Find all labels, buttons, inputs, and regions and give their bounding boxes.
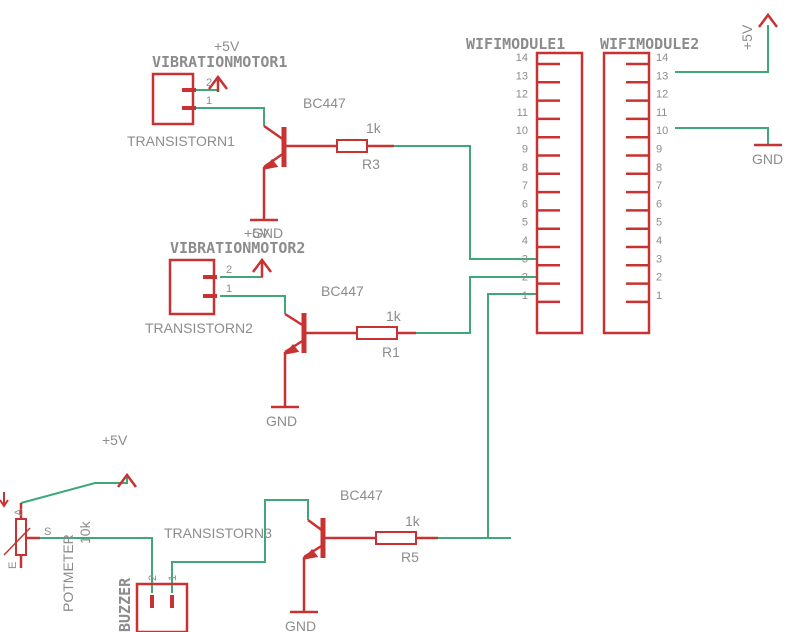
t2-value: BC447 <box>321 283 364 299</box>
wifi2-power-label: +5V <box>739 24 755 50</box>
wifi2-pin-number: 10 <box>656 125 668 137</box>
r1-value: 1k <box>386 308 402 324</box>
r5-body <box>375 531 417 545</box>
wifi2-pin-number: 3 <box>656 253 662 265</box>
gnd1-label: GND <box>252 225 283 241</box>
r1-body <box>356 326 398 340</box>
r5-value: 1k <box>405 513 421 529</box>
wifi1-pin-number: 11 <box>517 107 528 119</box>
r3-name: R3 <box>362 156 380 172</box>
wire-wifi2-pwr <box>675 25 769 73</box>
wifi1-pin-number: 1 <box>522 290 528 302</box>
pot-power-label: +5V <box>102 432 128 448</box>
wifi1-pin-number: 13 <box>516 70 528 82</box>
wifi2-pin-number: 4 <box>656 235 662 247</box>
buzzer-name: BUZZER <box>116 577 134 632</box>
wifi2-pin-number: 9 <box>656 144 662 156</box>
pot-pin-s-label: S <box>44 526 51 538</box>
wifi2-pin-number: 13 <box>656 70 668 82</box>
wifi1-pin-number: 8 <box>522 162 528 174</box>
buzzer-pin1-label: 1 <box>167 575 179 581</box>
t1-emitter-arrow <box>262 159 279 170</box>
wifi2-pin-number: 12 <box>656 89 668 101</box>
t1-name: TRANSISTORN1 <box>127 133 235 149</box>
t2-emitter-arrow <box>283 344 300 355</box>
wifi1-pin-number: 6 <box>522 198 528 210</box>
wire-vm2-pin1 <box>220 295 286 314</box>
wire-r5-wifi1-pin2 <box>438 293 537 539</box>
wifi1-pin-number: 10 <box>516 125 528 137</box>
t3-value: BC447 <box>340 487 383 503</box>
wifi1-name: WIFIMODULE1 <box>466 35 565 53</box>
wifi2-pin-number: 14 <box>656 52 668 64</box>
r3-value: 1k <box>366 120 382 136</box>
wifi1-pin-number: 3 <box>522 253 528 265</box>
wifi2-power-arrow <box>758 12 778 28</box>
wifi1-pin-number: 9 <box>522 144 528 156</box>
gnd3-label: GND <box>285 618 316 632</box>
pot-gnd-arrow-head <box>0 499 9 508</box>
t2-collector <box>284 312 305 328</box>
t3-emitter-arrow <box>302 549 319 560</box>
wire-r1-wifi1-pin3 <box>416 276 537 334</box>
buzzer-pin2-label: 2 <box>147 575 159 581</box>
wifi2-gnd-label: GND <box>752 151 783 167</box>
vm1-pin2-label: 2 <box>206 77 212 89</box>
t1-collector <box>263 124 285 142</box>
wires <box>20 25 769 593</box>
r1-name: R1 <box>382 344 400 360</box>
t1-value: BC447 <box>303 95 346 111</box>
wifi1-pin-number: 5 <box>522 217 528 229</box>
pot-value: 10k <box>77 520 93 544</box>
vm2-pin2-label: 2 <box>226 264 232 276</box>
wifi2-pin-number: 5 <box>656 217 662 229</box>
wire-r3-wifi1-pin4 <box>394 145 537 260</box>
wifi2-pin-number: 1 <box>656 290 662 302</box>
wifi2-name: WIFIMODULE2 <box>600 35 699 53</box>
gnd2-label: GND <box>266 413 297 429</box>
buzzer-body <box>135 582 189 632</box>
wire-wifi2-gnd <box>675 127 769 145</box>
wifi2-pin-number: 6 <box>656 198 662 210</box>
wifi1-pin-number: 7 <box>522 180 528 192</box>
vm1-pin1-label: 1 <box>206 95 212 107</box>
vm2-connector-body <box>168 258 216 316</box>
vm2-pin1-label: 1 <box>226 283 232 295</box>
vm1-name: VIBRATIONMOTOR1 <box>152 53 287 71</box>
wifi1-pin-numbers: 14 13 12 11 10 9 8 7 6 5 4 3 2 1 <box>516 52 528 302</box>
pot-name: POTMETER <box>60 534 76 612</box>
wifi2-pin-numbers: 14 13 12 11 10 9 8 7 6 5 4 3 2 1 <box>656 52 668 302</box>
r5-name: R5 <box>401 549 419 565</box>
pot-pin-e-label: E <box>7 562 19 569</box>
vm2-name: VIBRATIONMOTOR2 <box>170 239 305 257</box>
wifi2-pin-stubs <box>626 62 649 304</box>
wifi1-pin-number: 12 <box>516 89 528 101</box>
wifi2-pin-number: 8 <box>656 162 662 174</box>
wire-buzzer-t3 <box>171 499 309 593</box>
t3-name: TRANSISTORN3 <box>164 525 272 541</box>
t3-collector <box>307 518 324 533</box>
wifi1-pin-number: 4 <box>522 235 528 247</box>
wifi2-pin-number: 11 <box>656 107 667 119</box>
vm1-connector-body <box>151 72 195 126</box>
r3-body <box>336 139 368 153</box>
wifi1-pin-stubs <box>537 62 560 304</box>
vm2-power-label: +5V <box>244 225 270 241</box>
pot-adjust-line <box>3 527 31 556</box>
wifi1-pin-number: 14 <box>516 52 528 64</box>
vm1-power-label: +5V <box>214 38 240 54</box>
t2-name: TRANSISTORN2 <box>145 320 253 336</box>
wire-pot-wiper-buzzer <box>40 537 153 593</box>
pot-power-arrow <box>117 472 137 488</box>
wire-pot-pwr <box>20 475 128 504</box>
wifi2-pin-number: 2 <box>656 272 662 284</box>
pot-pin-a-label: A <box>13 508 25 516</box>
wifi1-pin-number: 2 <box>522 272 528 284</box>
wire-vm1-pin1 <box>193 107 265 126</box>
wifi2-pin-number: 7 <box>656 180 662 192</box>
